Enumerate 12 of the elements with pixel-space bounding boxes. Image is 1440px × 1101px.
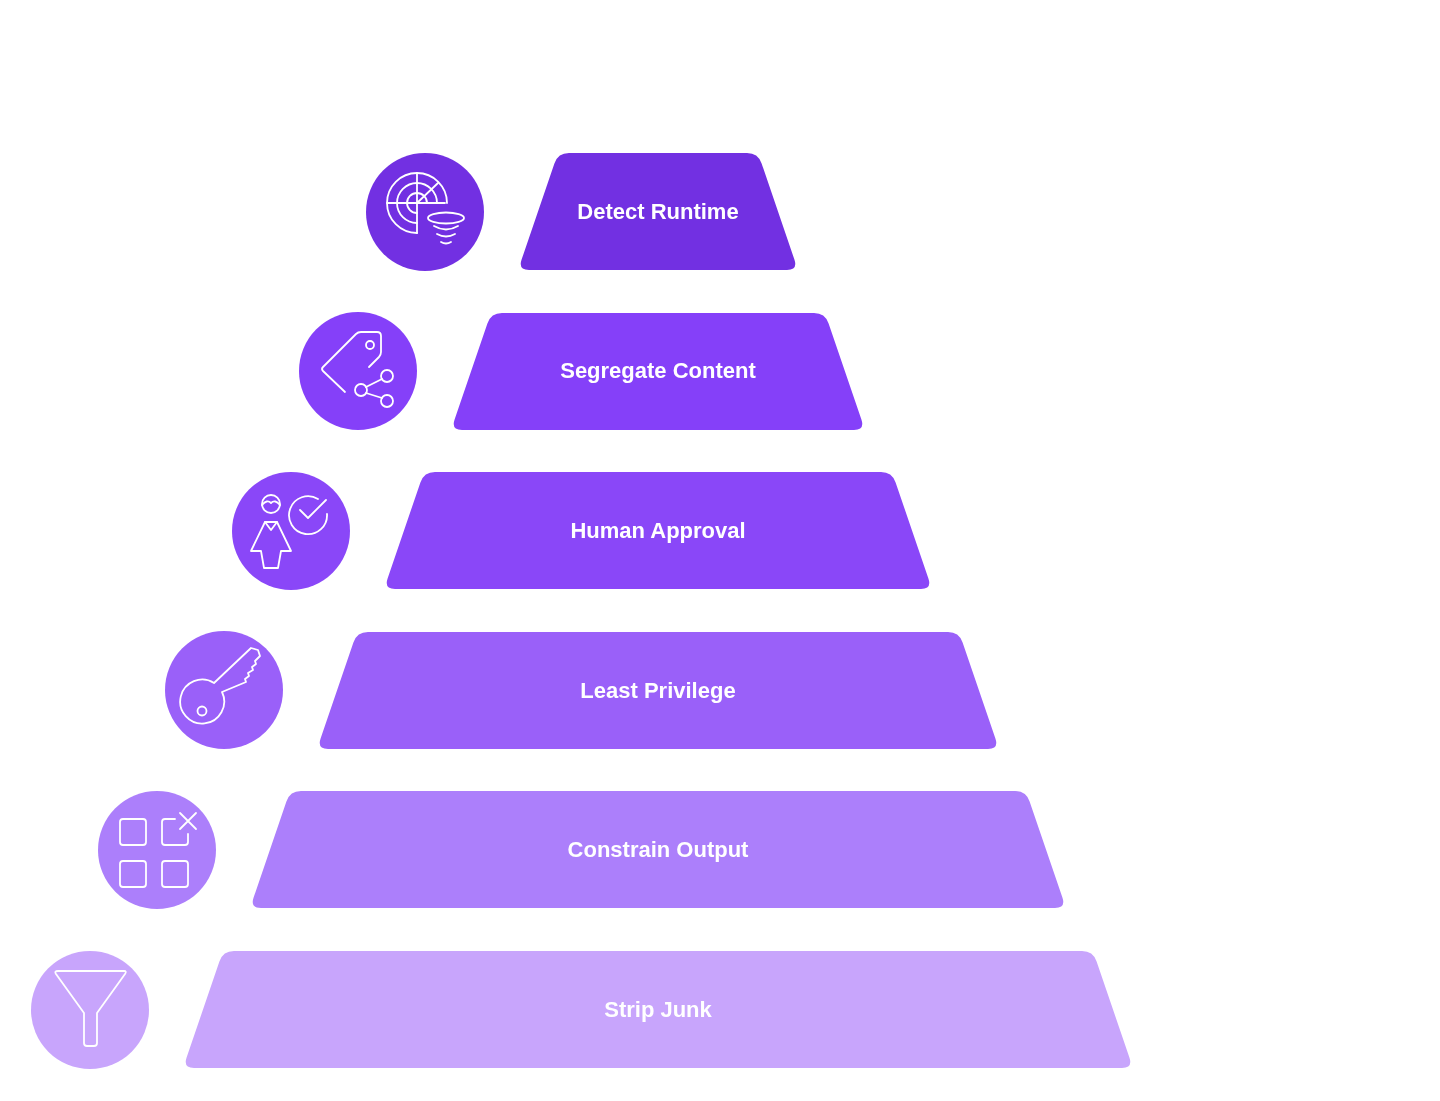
step-label: Segregate Content: [560, 357, 756, 385]
trapezoid-step: [518, 153, 798, 270]
trapezoid-step: [451, 312, 865, 430]
trapezoid-step: [384, 472, 932, 590]
step-label: Constrain Output: [567, 836, 749, 864]
step-label: Human Approval: [570, 516, 746, 545]
step-label: Detect Runtime: [577, 197, 739, 226]
trapezoid-step: [183, 951, 1133, 1068]
step-label: Least Privilege: [580, 676, 736, 705]
step-label: Strip Junk: [604, 995, 712, 1024]
trapezoid-step: [250, 791, 1066, 909]
trapezoid-step: [317, 631, 999, 749]
